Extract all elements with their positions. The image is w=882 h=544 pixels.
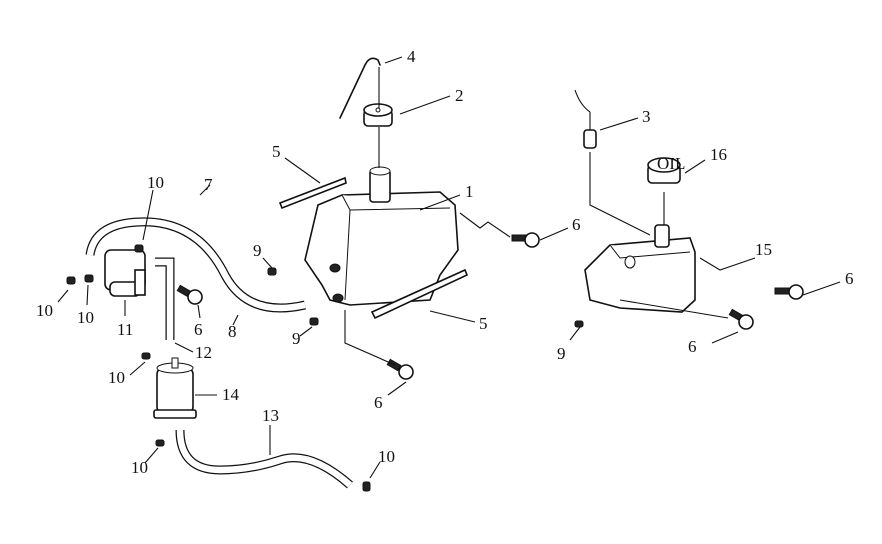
bolt-6a bbox=[511, 232, 540, 248]
callout-9-lower: 9 bbox=[292, 329, 301, 348]
callout-2: 2 bbox=[455, 86, 464, 105]
fuel-cap bbox=[363, 103, 393, 127]
clamp-9c bbox=[574, 320, 584, 328]
callout-10-filter-top: 10 bbox=[108, 368, 125, 387]
clamp-10f bbox=[362, 481, 371, 492]
callout-6-tank: 6 bbox=[572, 215, 581, 234]
hose-13 bbox=[175, 429, 353, 489]
callout-14: 14 bbox=[222, 385, 240, 404]
rubber-strip-upper bbox=[278, 176, 347, 210]
callout-4: 4 bbox=[407, 47, 416, 66]
callout-10-filter-bottom: 10 bbox=[131, 458, 148, 477]
oil-level-sensor bbox=[574, 89, 597, 149]
clamp-10b bbox=[84, 274, 94, 283]
callout-10-left: 10 bbox=[36, 301, 53, 320]
oil-tank bbox=[584, 224, 696, 313]
clamp-10a bbox=[66, 276, 76, 285]
callout-13: 13 bbox=[262, 406, 279, 425]
clamp-10d bbox=[141, 352, 151, 360]
clamp-10e bbox=[155, 439, 165, 447]
callout-8: 8 bbox=[228, 322, 237, 341]
fuel-filter bbox=[153, 357, 197, 419]
oil-cap-marking: OIL bbox=[657, 154, 685, 173]
callout-11: 11 bbox=[117, 320, 133, 339]
clamp-9b bbox=[309, 317, 319, 326]
fuel-valve bbox=[104, 249, 146, 297]
clamp-9a bbox=[267, 267, 277, 276]
callout-6-right: 6 bbox=[845, 269, 854, 288]
callout-5-upper: 5 bbox=[272, 142, 281, 161]
callout-12: 12 bbox=[195, 343, 212, 362]
bolt-6e bbox=[728, 308, 754, 330]
callout-9-oil: 9 bbox=[557, 344, 566, 363]
callout-6-oil: 6 bbox=[688, 337, 697, 356]
clamp-10c bbox=[134, 244, 144, 253]
callout-6-valve: 6 bbox=[194, 320, 203, 339]
callout-10-top: 10 bbox=[147, 173, 164, 192]
callout-6-lower: 6 bbox=[374, 393, 383, 412]
bolt-6d bbox=[774, 284, 804, 300]
callout-15: 15 bbox=[755, 240, 772, 259]
rubber-strip-lower bbox=[370, 268, 469, 320]
callout-10-valve-left: 10 bbox=[77, 308, 94, 327]
callout-9-upper: 9 bbox=[253, 241, 262, 260]
callout-16: 16 bbox=[710, 145, 727, 164]
callout-7: 7 bbox=[204, 175, 213, 194]
callout-10-hose-end: 10 bbox=[378, 447, 395, 466]
callout-1: 1 bbox=[465, 182, 474, 201]
bolt-6c bbox=[386, 358, 414, 380]
breather-tube bbox=[339, 57, 381, 119]
oil-cap: OIL bbox=[647, 154, 685, 184]
bolt-6b bbox=[176, 284, 203, 305]
callout-5-lower: 5 bbox=[479, 314, 488, 333]
callout-3: 3 bbox=[642, 107, 651, 126]
